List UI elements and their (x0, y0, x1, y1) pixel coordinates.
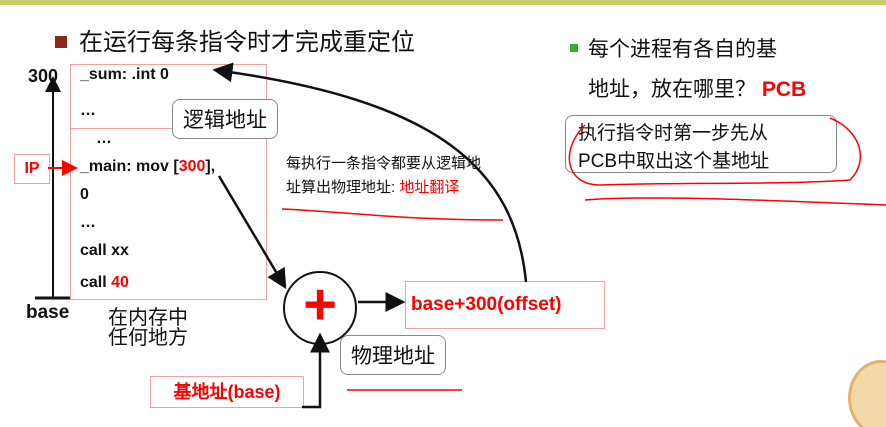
result-to-sum-arrow (212, 62, 528, 283)
logical-address-callout: 逻辑地址 (172, 99, 278, 139)
base-register: 基地址(base) (150, 376, 304, 408)
main-suffix: ], (205, 158, 216, 175)
code-line-ellipsis: … (96, 130, 112, 147)
explanation-text: 每执行一条指令都要从逻辑地 址算出物理地址: 地址翻译 (286, 152, 481, 200)
code-line-zero: 0 (80, 186, 89, 203)
code-line-call-40: call 40 (80, 274, 129, 292)
bullet-line2: 地址，放在哪里？ (588, 78, 756, 101)
explanation-highlight: 地址翻译 (399, 179, 460, 196)
explanation-line1: 每执行一条指令都要从逻辑地 (286, 155, 482, 172)
code-line-main: _main: mov [300], (80, 158, 215, 176)
red-circle-annotation (568, 117, 861, 186)
title-text: 在运行每条指令时才完成重定位 (79, 29, 415, 56)
caption-line2: 任何地方 (108, 327, 188, 349)
right-bullet: 每个进程有各自的基 地址，放在哪里？ PCB (570, 30, 806, 110)
base-to-adder-arrow (302, 332, 330, 409)
code-line-sum: _sum: .int 0 (80, 66, 169, 83)
caption-line1: 在内存中 (108, 307, 188, 329)
call-target: 40 (111, 274, 129, 291)
top-rule (0, 0, 886, 5)
physical-address-result: base+300(offset) (405, 281, 605, 329)
red-underline (584, 197, 886, 206)
callout-line2: PCB中取出这个基地址 (578, 151, 770, 172)
callout-line1: 执行指令时第一步先从 (578, 123, 769, 144)
memory-caption: 在内存中 任何地方 (108, 308, 188, 348)
slide-title: 在运行每条指令时才完成重定位 (55, 22, 415, 57)
green-bullet-icon (570, 44, 578, 53)
memory-block (70, 64, 267, 300)
main-prefix: _main: mov [ (80, 158, 179, 175)
bullet-line1: 每个进程有各自的基 (588, 38, 777, 61)
code-line-call-xx: call xx (80, 242, 129, 259)
main-operand: 300 (178, 158, 206, 175)
ip-register: IP (14, 154, 50, 184)
pcb-callout: 执行指令时第一步先从 PCB中取出这个基地址 (565, 115, 837, 173)
explanation-line2: 址算出物理地址: (286, 179, 400, 196)
logo-icon (848, 360, 886, 427)
call-text: call (80, 274, 112, 291)
code-line-ellipsis: … (80, 214, 96, 231)
red-underline (281, 208, 504, 221)
physical-address-callout: 物理地址 (340, 335, 446, 375)
square-bullet-icon (55, 35, 67, 48)
code-line-ellipsis: … (80, 102, 96, 119)
base-label: base (26, 302, 70, 323)
pcb-highlight: PCB (761, 78, 807, 101)
memory-divider (70, 128, 267, 129)
logical-to-adder-arrow (217, 175, 287, 290)
